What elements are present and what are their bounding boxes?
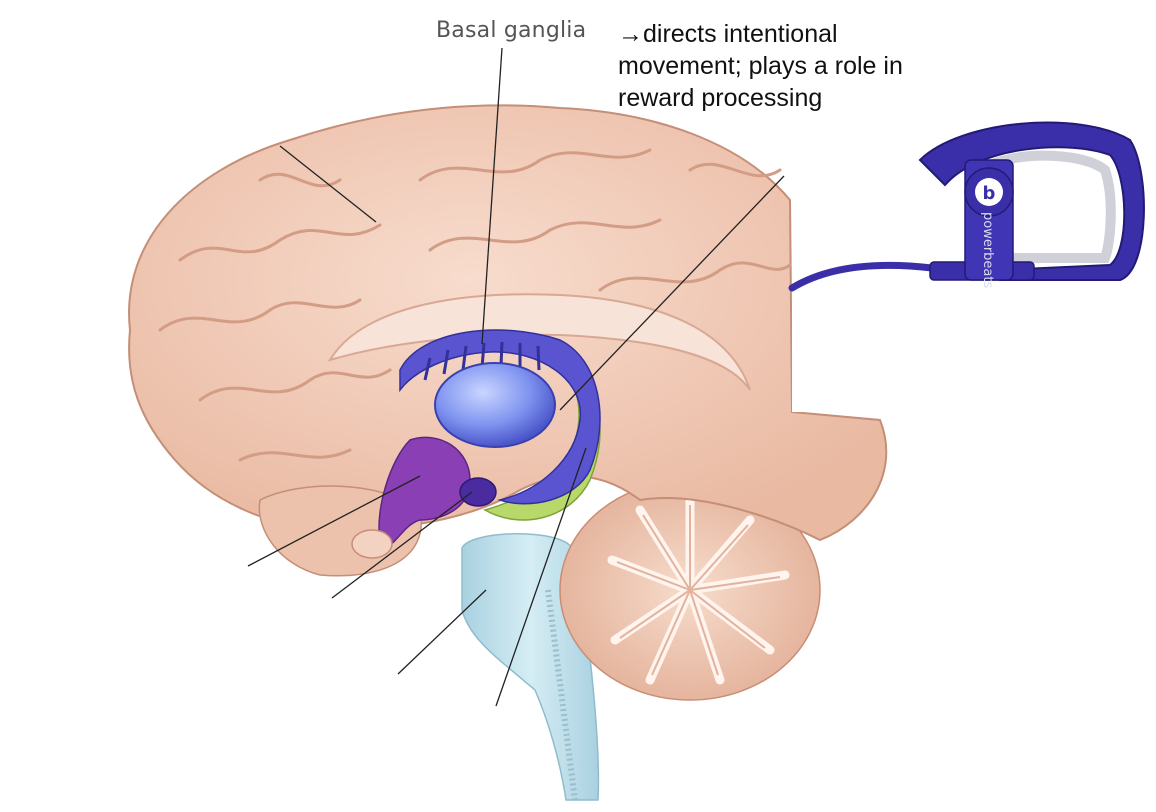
label-basal-ganglia: Basal ganglia <box>436 18 587 43</box>
leader-hypothalamus <box>247 475 421 567</box>
description-line-3: reward processing <box>618 84 823 112</box>
leader-brainstem <box>397 589 487 675</box>
description-line-2: movement; plays a role in <box>618 52 903 80</box>
limbic-structures <box>351 329 601 559</box>
earphone-logo-letter: b <box>983 183 996 204</box>
leader-lines <box>247 47 785 707</box>
earphone-image: b powerbeats <box>788 121 1145 292</box>
beats-logo-icon <box>975 178 1003 206</box>
basal-ganglia-description: →directs intentional movement; plays a r… <box>618 18 978 114</box>
earphone-brand-text: powerbeats <box>980 212 995 288</box>
leader-thalamus <box>559 175 785 411</box>
leader-basal-ganglia <box>481 47 503 345</box>
cerebellum <box>559 479 821 701</box>
leader-amygdala <box>331 491 473 599</box>
description-line-1: →directs intentional <box>618 20 838 48</box>
cover-patch <box>792 180 912 412</box>
leader-hippocampus <box>495 447 587 707</box>
leader-cortex <box>279 145 377 223</box>
arrow-icon: → <box>618 20 643 48</box>
